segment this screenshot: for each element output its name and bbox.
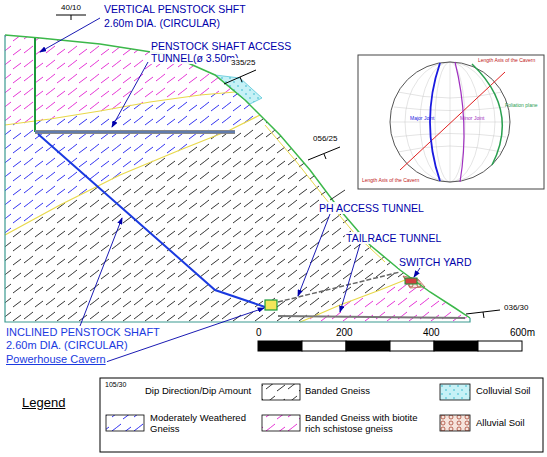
scale-bar-part — [258, 341, 302, 351]
leader-arrows-part — [40, 18, 100, 52]
legend-box-part — [440, 415, 470, 431]
scale-number: 0 — [256, 327, 262, 339]
boundary-lines-part — [300, 278, 410, 322]
dip-label: 036/30 — [503, 303, 529, 312]
stereonet-inset — [330, 55, 544, 200]
dip-symbols-part — [224, 70, 256, 84]
legend-box-part — [262, 384, 300, 400]
tunnels-part — [35, 131, 235, 132]
dip-label: 056/25 — [312, 134, 338, 143]
dip-label: 335/25 — [230, 58, 256, 67]
legend-text: Banded Gneiss — [305, 386, 370, 397]
stereonet-label: Minor Joint — [460, 116, 484, 122]
stereonet-inset-part — [472, 64, 502, 165]
callout-label: TAILRACE TUNNEL — [345, 232, 442, 244]
legend-box-part — [262, 415, 300, 431]
legend-text: Dip Direction/Dip Amount — [145, 386, 251, 397]
stereonet-inset-part — [430, 63, 440, 181]
stereonet-inset-part-part — [390, 122, 510, 123]
stereonet-label: Length Axis of the Cavern — [362, 178, 419, 184]
stereonet-label: Major Joint — [410, 116, 434, 122]
stereonet-inset-part — [455, 62, 464, 182]
scale-number: 200 — [336, 327, 353, 339]
scale-bar-part — [434, 341, 478, 351]
leader-arrows-part — [414, 268, 420, 277]
legend-title: Legend — [22, 396, 65, 411]
leader-arrows-part — [80, 218, 122, 326]
callout-label: INCLINED PENSTOCK SHAFT — [5, 326, 161, 339]
leader-arrows-part — [298, 214, 330, 296]
scale-bar-part — [346, 341, 390, 351]
tunnels-part — [34, 38, 36, 132]
legend-text: Moderately Weathered Gneiss — [150, 413, 255, 435]
stereonet-inset-part-part — [394, 92, 506, 152]
callout-label: Powerhouse Cavern — [5, 353, 107, 366]
tunnels-part — [265, 300, 277, 310]
tunnels-part — [278, 316, 465, 318]
boundary-lines-part — [5, 92, 235, 125]
stereonet-inset-part — [330, 190, 345, 200]
stereonet-inset-part — [400, 72, 505, 170]
leader-arrows-part — [340, 244, 360, 312]
dip-symbols-part — [466, 310, 500, 318]
dip-label: 40/10 — [60, 3, 82, 12]
dip-symbols-part — [56, 15, 86, 20]
scale-number: 400 — [423, 327, 440, 339]
stereonet-inset-part — [390, 62, 510, 182]
callout-label: SWITCH YARD — [398, 256, 473, 268]
scale-bar — [258, 341, 522, 351]
stereonet-inset-part — [358, 55, 544, 189]
legend-box-part — [100, 378, 543, 452]
callout-label: PENSTOCK SHAFT ACCESS TUNNEL(ø 3.50m) — [150, 40, 302, 64]
rock-sections-part — [300, 278, 470, 322]
dip-label: 105/30 — [104, 381, 127, 389]
scale-bar-part — [302, 341, 346, 351]
leader-arrows-part — [112, 62, 148, 127]
legend-text: Colluvial Soil — [476, 386, 530, 397]
stereonet-label: Length Axis of the Cavern — [478, 58, 535, 64]
tunnels-part — [38, 134, 268, 308]
tunnels-part — [405, 278, 417, 284]
legend-box — [100, 378, 543, 452]
dip-symbols-part — [308, 147, 340, 160]
legend-box-part — [106, 415, 144, 431]
rock-sections-part — [215, 75, 262, 104]
scale-bar-part — [478, 341, 522, 351]
scale-number: 600m — [510, 327, 535, 339]
stereonet-inset-part — [390, 62, 510, 182]
tunnels-part — [278, 272, 400, 302]
legend-box-part — [440, 384, 470, 400]
scale-bar-part — [390, 341, 434, 351]
callout-label: VERTICAL PENSTOCK SHFT — [103, 3, 247, 15]
stereonet-label: Foliation plane — [505, 103, 538, 109]
legend-text: Banded Gneiss with biotite rich schistos… — [305, 413, 435, 435]
callout-label: 2.60m DIA. (CIRCULAR) — [103, 17, 221, 29]
tunnels-part — [35, 130, 235, 134]
legend-text: Alluvial Soil — [476, 418, 525, 429]
callout-label: 2.60m DIA. (CIRCULAR) — [5, 339, 129, 352]
rock-sections-part — [300, 278, 470, 322]
callout-label: PH ACCESS TUNNEL — [318, 202, 425, 214]
